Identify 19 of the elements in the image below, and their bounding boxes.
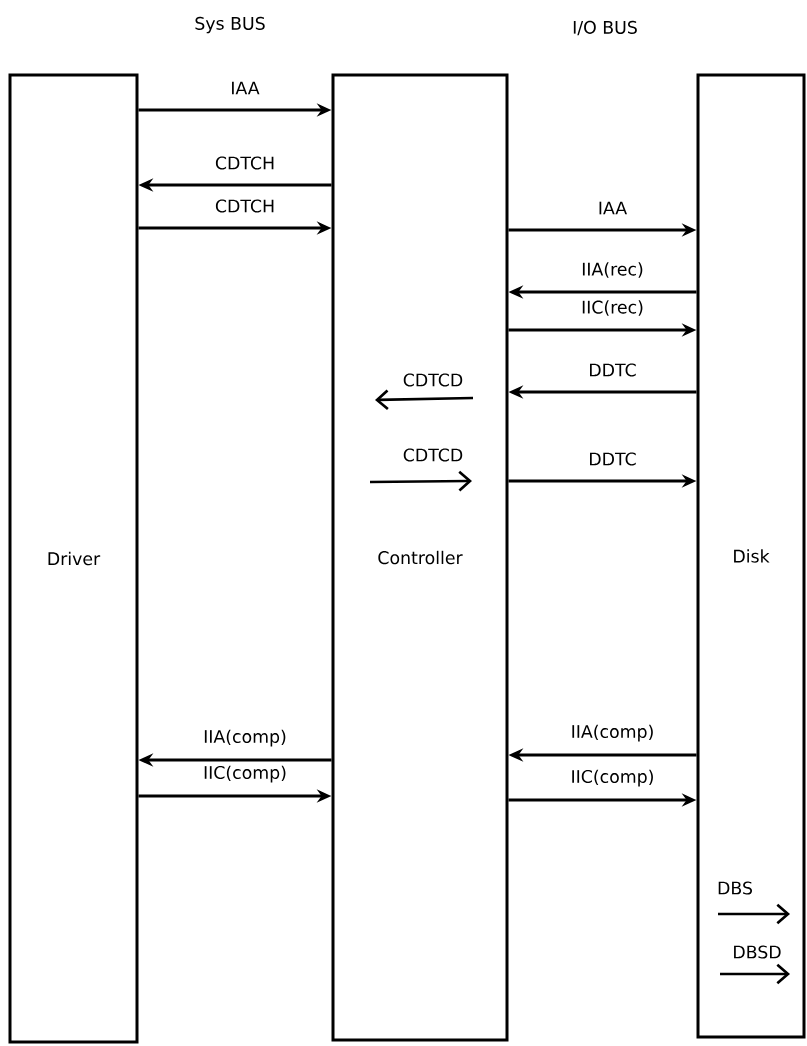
message-label: DBSD <box>734 945 781 959</box>
edge-label: IIC(comp) <box>572 769 653 787</box>
edge-label: IIC(rec) <box>582 300 643 316</box>
edge-label: IAA <box>232 81 260 95</box>
edge-label: DDTC <box>590 452 636 466</box>
bus-label: I/O BUS <box>573 20 637 36</box>
edge-label: DDTC <box>590 363 636 377</box>
message-label: CDTCD <box>403 448 463 462</box>
edge-label: CDTCH <box>215 199 274 213</box>
edge-label: IAA <box>599 201 627 215</box>
edge-label: IIA(comp) <box>572 724 653 742</box>
edge-label: IIA(comp) <box>204 729 286 747</box>
message-label: CDTCD <box>403 373 463 387</box>
bus-label: Sys BUS <box>195 16 265 34</box>
edge-label: CDTCH <box>215 156 274 170</box>
edge-label: IIA(rec) <box>582 262 643 278</box>
lifeline-box: Driver <box>8 73 139 1044</box>
edge-label: IIC(comp) <box>204 765 286 783</box>
message-label: DBS <box>718 881 752 895</box>
